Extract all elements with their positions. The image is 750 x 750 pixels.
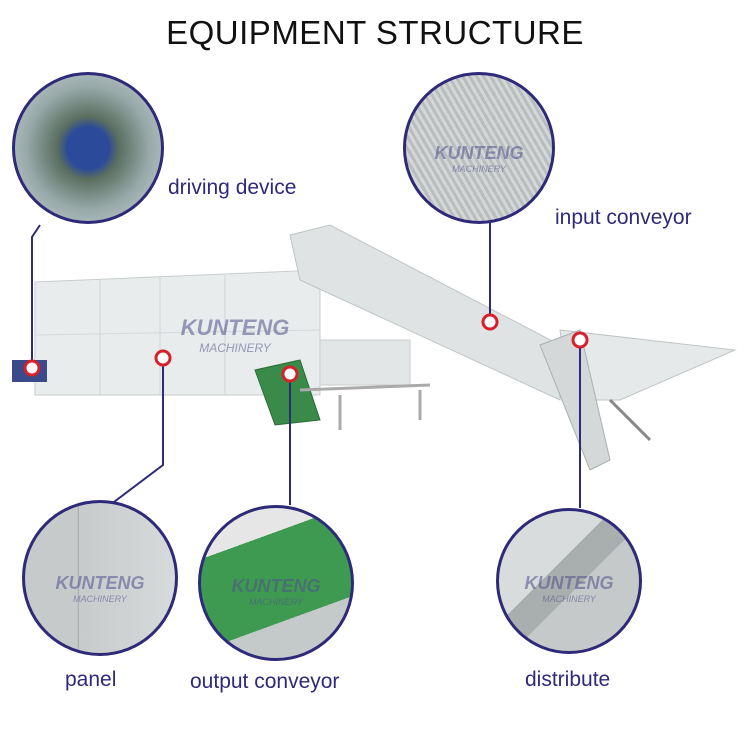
watermark: KUNTENG MACHINERY [180,315,290,355]
marker-dots [23,313,589,383]
label-panel: panel [65,668,117,691]
page-title: EQUIPMENT STRUCTURE [166,14,584,51]
label-driving-device: driving device [168,176,297,199]
driving-device-photo [12,72,164,224]
label-input-conveyor: input conveyor [555,206,692,229]
label-output-conveyor: output conveyor [190,670,340,693]
label-distribute: distribute [525,668,611,691]
